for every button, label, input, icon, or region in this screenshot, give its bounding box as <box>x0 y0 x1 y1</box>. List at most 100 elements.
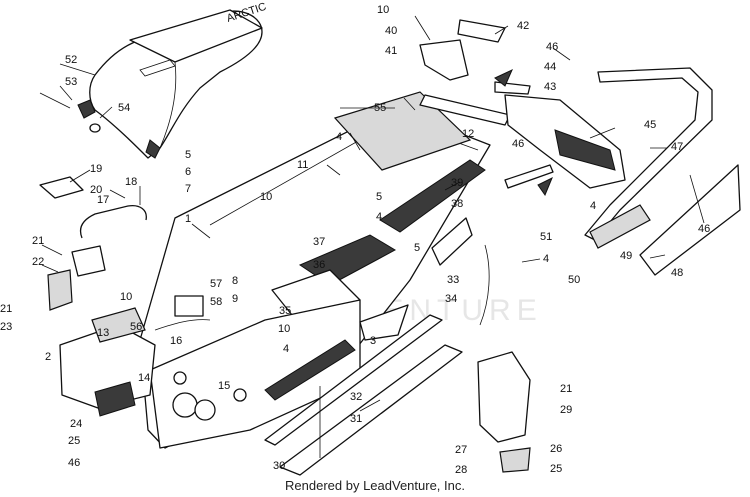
rendered-by-footer: Rendered by LeadVenture, Inc. <box>285 478 465 493</box>
seat-screw <box>39 92 71 109</box>
callout-15: 15 <box>218 380 230 392</box>
callout-22: 22 <box>32 256 44 268</box>
callout-3: 3 <box>370 335 376 347</box>
callout-4: 4 <box>283 343 289 355</box>
callout-43: 43 <box>544 81 556 93</box>
callout-53: 53 <box>65 76 77 88</box>
callout-12: 12 <box>462 128 474 140</box>
callout-21: 21 <box>0 303 12 315</box>
snow-flap <box>639 164 741 276</box>
running-board-bracket <box>477 351 531 443</box>
callout-54: 54 <box>118 102 130 114</box>
callout-52: 52 <box>65 54 77 66</box>
strap-34 <box>479 244 490 326</box>
callout-34: 34 <box>445 293 457 305</box>
callout-21: 21 <box>560 383 572 395</box>
callout-13: 13 <box>97 327 109 339</box>
grab-handle <box>79 204 147 239</box>
callout-55: 55 <box>374 102 386 114</box>
callout-6: 6 <box>185 166 191 178</box>
rear-rail <box>504 164 554 189</box>
callout-2: 2 <box>45 351 51 363</box>
taillight-lens <box>554 129 616 171</box>
callout-9: 9 <box>232 293 238 305</box>
module-box <box>174 295 204 317</box>
callout-18: 18 <box>125 176 137 188</box>
callout-5: 5 <box>414 242 420 254</box>
seat-washer <box>89 123 101 133</box>
callout-46: 46 <box>512 138 524 150</box>
callout-58: 58 <box>210 296 222 308</box>
harness <box>154 319 211 331</box>
callout-45: 45 <box>644 119 656 131</box>
callout-57: 57 <box>210 278 222 290</box>
callout-10: 10 <box>120 291 132 303</box>
callout-44: 44 <box>544 61 556 73</box>
callout-20: 20 <box>90 184 102 196</box>
bumper-bracket <box>419 39 469 81</box>
handle-bracket <box>71 245 106 277</box>
support-block <box>499 447 531 473</box>
mount-strip <box>419 94 511 126</box>
callout-50: 50 <box>568 274 580 286</box>
callout-28: 28 <box>455 464 467 476</box>
callout-10: 10 <box>278 323 290 335</box>
callout-30: 30 <box>273 460 285 472</box>
callout-46: 46 <box>698 223 710 235</box>
callout-46: 46 <box>546 41 558 53</box>
leader-lines <box>41 15 705 458</box>
front-bracket <box>91 307 146 343</box>
callout-25: 25 <box>550 463 562 475</box>
callout-36: 36 <box>313 259 325 271</box>
callout-24: 24 <box>70 418 82 430</box>
tunnel-assembly <box>139 91 491 449</box>
callout-7: 7 <box>185 183 191 195</box>
callout-33: 33 <box>447 274 459 286</box>
callout-26: 26 <box>550 443 562 455</box>
callout-4: 4 <box>590 200 596 212</box>
callout-41: 41 <box>385 45 397 57</box>
callout-19: 19 <box>90 163 102 175</box>
rail-32 <box>264 314 443 446</box>
callout-27: 27 <box>455 444 467 456</box>
callout-5: 5 <box>376 191 382 203</box>
callout-23: 23 <box>0 321 12 333</box>
flap-bracket <box>589 204 651 249</box>
bracket-33 <box>431 217 473 266</box>
callout-10: 10 <box>260 191 272 203</box>
callout-labels: 1 2 3 4 4 4 4 4 5 5 5 6 7 8 9 10 10 10 1… <box>0 4 710 476</box>
bracket-cover <box>39 176 84 199</box>
callout-21: 21 <box>32 235 44 247</box>
callout-4: 4 <box>376 211 382 223</box>
seat: ARCTIC <box>77 1 268 159</box>
callout-8: 8 <box>232 275 238 287</box>
callout-16: 16 <box>170 335 182 347</box>
callout-11: 11 <box>297 159 308 171</box>
taillight-cover <box>494 81 531 95</box>
flap-piece <box>94 381 136 417</box>
callout-51: 51 <box>540 231 552 243</box>
grab-bar-top <box>457 19 506 43</box>
callout-14: 14 <box>138 372 150 384</box>
callout-56: 56 <box>130 321 142 333</box>
callout-38: 38 <box>451 198 463 210</box>
callout-49: 49 <box>620 250 632 262</box>
callout-32: 32 <box>350 391 362 403</box>
callout-5: 5 <box>185 149 191 161</box>
callout-25: 25 <box>68 435 80 447</box>
callout-47: 47 <box>671 141 683 153</box>
callout-4: 4 <box>336 131 342 143</box>
reflector-bracket <box>47 269 73 311</box>
callout-37: 37 <box>313 236 325 248</box>
callout-31: 31 <box>350 413 362 425</box>
callout-46: 46 <box>68 457 80 469</box>
callout-48: 48 <box>671 267 683 279</box>
callout-39: 39 <box>451 177 463 189</box>
callout-4: 4 <box>543 253 549 265</box>
rear-bumper <box>584 67 713 241</box>
arrow-indicator-2 <box>537 176 553 197</box>
callout-42: 42 <box>517 20 529 32</box>
callout-1: 1 <box>185 213 191 225</box>
